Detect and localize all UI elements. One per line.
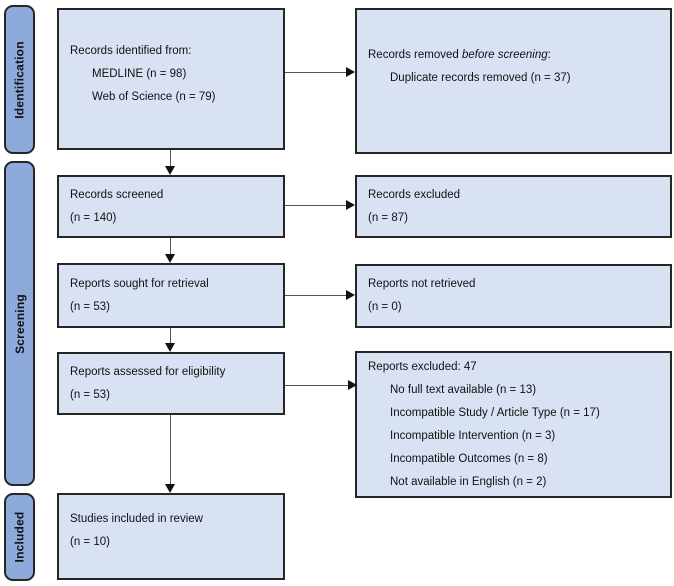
stage-label-included: Included	[12, 511, 27, 563]
stage-label-screening: Screening	[12, 293, 27, 354]
arrow-sought-to-assessed	[170, 328, 171, 344]
reports-excluded-item: No full text available (n = 13)	[390, 383, 537, 396]
records-excluded-line2: (n = 87)	[368, 211, 408, 224]
box-reports-not-retrieved: Reports not retrieved (n = 0)	[355, 264, 672, 328]
arrow-identified-to-screened	[170, 150, 171, 167]
box-reports-assessed: Reports assessed for eligibility (n = 53…	[57, 352, 285, 415]
arrow-screened-to-excluded	[285, 205, 347, 206]
stage-ribbon-screening: Screening	[4, 161, 35, 486]
records-removed-suffix: :	[547, 49, 551, 61]
arrowhead-down-icon	[165, 484, 175, 493]
records-screened-line1: Records screened	[70, 188, 164, 201]
records-identified-item: MEDLINE (n = 98)	[92, 67, 187, 80]
box-records-screened: Records screened (n = 140)	[57, 175, 285, 238]
records-removed-emphasis: before screening	[461, 49, 548, 61]
reports-assessed-line2: (n = 53)	[70, 388, 110, 401]
records-identified-heading: Records identified from:	[70, 44, 192, 57]
arrow-sought-to-not-retrieved	[285, 295, 347, 296]
stage-label-identification: Identification	[12, 40, 27, 119]
studies-included-line2: (n = 10)	[70, 535, 110, 548]
arrow-screened-to-sought	[170, 238, 171, 255]
stage-ribbon-included: Included	[4, 493, 35, 581]
box-records-removed: Records removed before screening: Duplic…	[355, 8, 672, 154]
reports-excluded-item: Incompatible Intervention (n = 3)	[390, 429, 556, 442]
studies-included-line1: Studies included in review	[70, 512, 203, 525]
arrow-assessed-to-reports-excluded	[285, 385, 349, 386]
arrowhead-right-icon	[348, 380, 357, 390]
reports-excluded-item: Incompatible Study / Article Type (n = 1…	[390, 406, 600, 419]
box-reports-excluded: Reports excluded: 47 No full text availa…	[355, 351, 672, 498]
records-screened-line2: (n = 140)	[70, 211, 117, 224]
reports-assessed-line1: Reports assessed for eligibility	[70, 365, 226, 378]
arrowhead-right-icon	[346, 290, 355, 300]
records-removed-heading: Records removed before screening:	[368, 44, 664, 67]
records-removed-prefix: Records removed	[368, 49, 462, 61]
records-excluded-line1: Records excluded	[368, 188, 461, 201]
reports-excluded-heading: Reports excluded: 47	[368, 360, 477, 373]
reports-sought-line2: (n = 53)	[70, 300, 110, 313]
reports-excluded-item: Incompatible Outcomes (n = 8)	[390, 452, 548, 465]
arrowhead-right-icon	[346, 67, 355, 77]
arrowhead-down-icon	[165, 343, 175, 352]
arrowhead-down-icon	[165, 166, 175, 175]
reports-excluded-item: Not available in English (n = 2)	[390, 475, 547, 488]
arrow-assessed-to-included	[170, 415, 171, 485]
arrowhead-right-icon	[346, 200, 355, 210]
box-records-identified: Records identified from: MEDLINE (n = 98…	[57, 8, 285, 150]
arrowhead-down-icon	[165, 254, 175, 263]
reports-not-retrieved-line2: (n = 0)	[368, 301, 402, 313]
records-removed-item: Duplicate records removed (n = 37)	[390, 72, 571, 84]
box-records-excluded: Records excluded (n = 87)	[355, 175, 672, 238]
box-reports-sought: Reports sought for retrieval (n = 53)	[57, 263, 285, 328]
reports-sought-line1: Reports sought for retrieval	[70, 277, 209, 290]
arrow-identified-to-removed	[285, 72, 347, 73]
records-identified-item: Web of Science (n = 79)	[92, 90, 216, 103]
box-studies-included: Studies included in review (n = 10)	[57, 493, 285, 580]
stage-ribbon-identification: Identification	[4, 5, 35, 154]
reports-not-retrieved-line1: Reports not retrieved	[368, 278, 476, 290]
